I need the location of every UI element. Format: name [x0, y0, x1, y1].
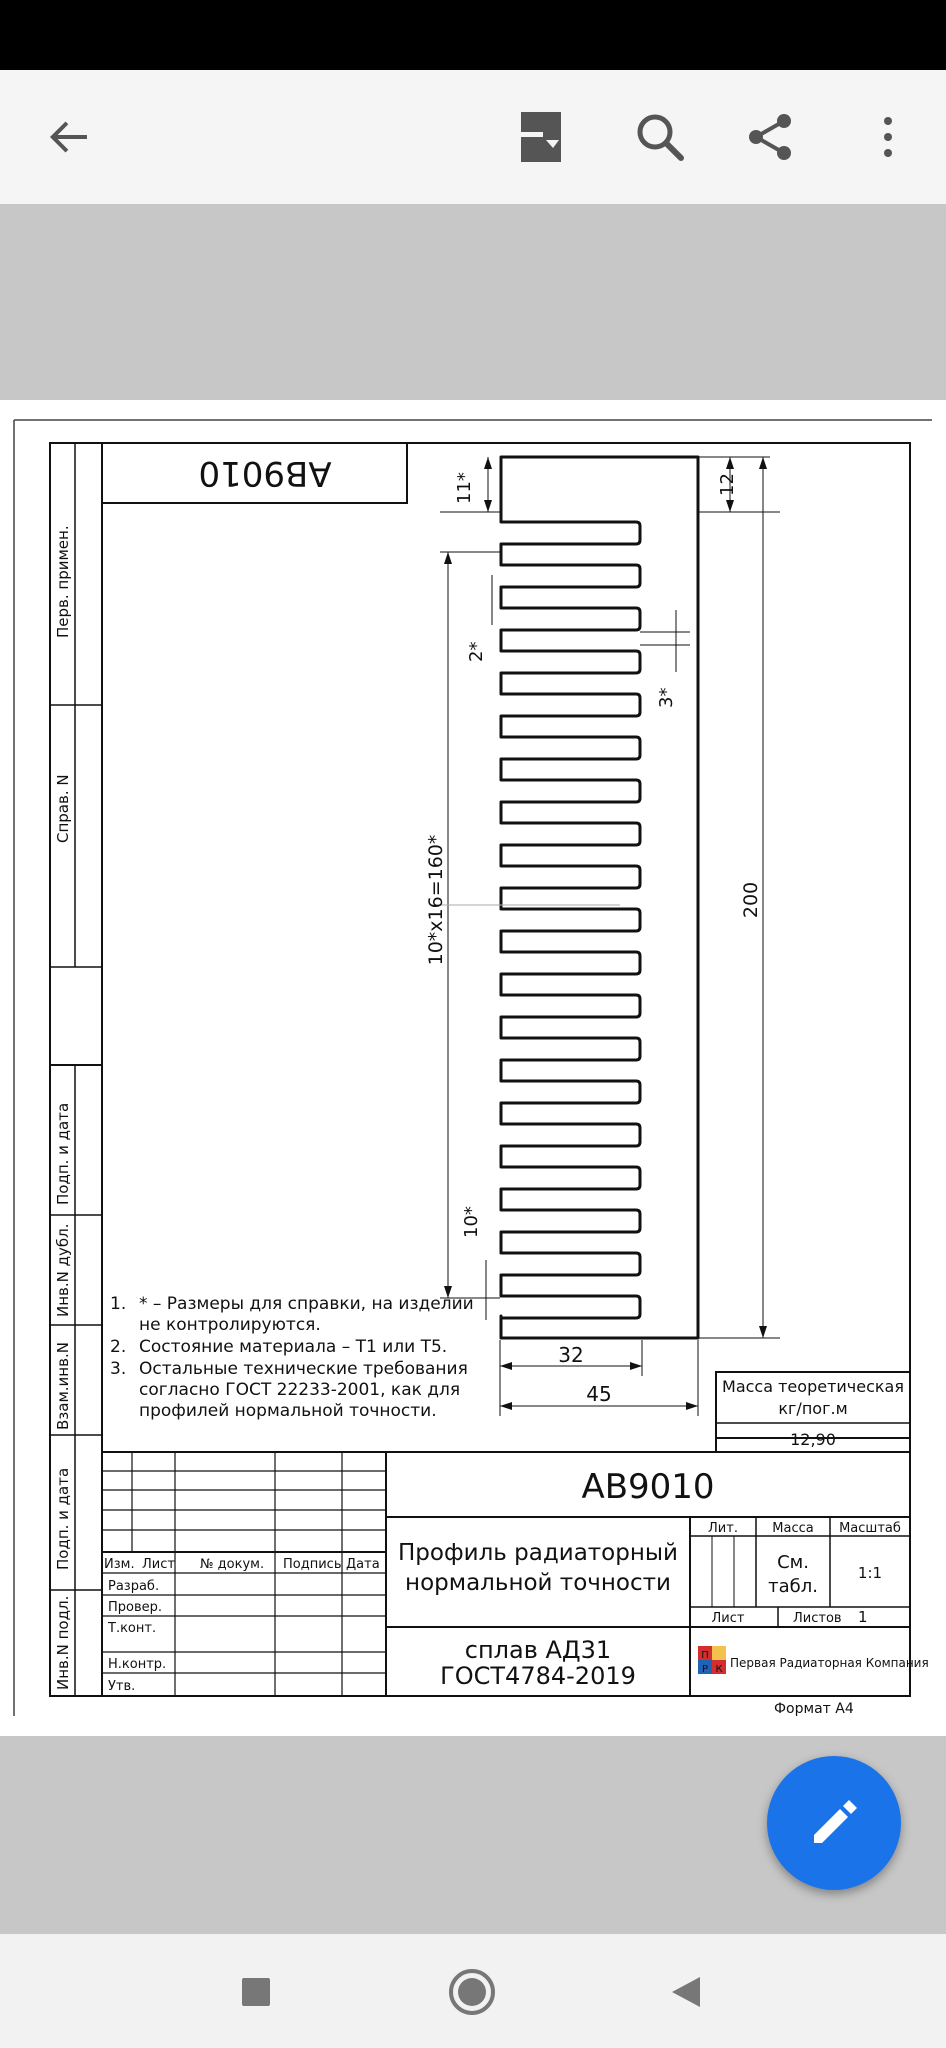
- app-toolbar: [0, 70, 946, 204]
- lit-label: Лит.: [708, 1521, 738, 1536]
- label-inv-podl: Инв.N подл.: [54, 1596, 72, 1690]
- company-logo-icon: П К Р: [698, 1646, 726, 1675]
- share-icon: [749, 114, 791, 160]
- dim-45: 45: [586, 1382, 611, 1406]
- more-vert-icon: [884, 117, 892, 157]
- svg-text:Состояние материала – Т1 или Т: Состояние материала – Т1 или Т5.: [139, 1337, 447, 1357]
- svg-text:Остальные технические требован: Остальные технические требования: [139, 1359, 468, 1379]
- more-options-button[interactable]: [845, 94, 931, 180]
- company-name: Первая Радиаторная Компания: [730, 1656, 929, 1670]
- page-layout-button[interactable]: [498, 94, 584, 180]
- dim-10: 10*: [461, 1206, 482, 1238]
- pdf-page[interactable]: Перв. примен. Справ. N Подп. и дата Инв.…: [0, 400, 946, 1736]
- svg-text:Изм.: Изм.: [104, 1557, 135, 1572]
- circle-icon: [449, 1969, 495, 2015]
- title-block-grid: [102, 1451, 910, 1696]
- part-name-line2: нормальной точности: [405, 1570, 671, 1596]
- search-icon: [637, 114, 684, 161]
- profile-outline: [499, 455, 700, 1340]
- svg-text:3.: 3.: [110, 1359, 126, 1379]
- recents-button[interactable]: [216, 1952, 296, 2032]
- svg-text:№ докум.: № докум.: [200, 1557, 264, 1572]
- triangle-back-icon: [672, 1977, 700, 2007]
- dimension-lines: [430, 456, 780, 1416]
- svg-text:Дата: Дата: [346, 1557, 380, 1572]
- part-name-line1: Профиль радиаторный: [398, 1540, 678, 1566]
- technical-drawing: Перв. примен. Справ. N Подп. и дата Инв.…: [13, 419, 932, 1717]
- dim-3: 3*: [656, 688, 677, 708]
- masshtab-label: Масштаб: [839, 1521, 901, 1536]
- notes: 1. * – Размеры для справки, на изделии н…: [110, 1294, 474, 1421]
- square-icon: [242, 1978, 270, 2006]
- dim-2: 2*: [466, 642, 487, 662]
- title-block-headers: Изм. Лист № докум. Подпись Дата Разраб. …: [104, 1557, 380, 1694]
- status-bar: [0, 0, 946, 70]
- format-label: Формат А4: [774, 1701, 854, 1717]
- viewer-background: [0, 204, 946, 400]
- share-button[interactable]: [727, 94, 813, 180]
- svg-text:Провер.: Провер.: [108, 1600, 162, 1615]
- svg-text:Разраб.: Разраб.: [108, 1579, 159, 1594]
- label-sprav: Справ. N: [54, 774, 72, 843]
- dim-fin-pitch: 10*x16=160*: [425, 835, 447, 966]
- listov-label: Листов: [793, 1611, 842, 1626]
- search-button[interactable]: [617, 94, 703, 180]
- label-inv-dubl: Инв.N дубл.: [54, 1224, 72, 1317]
- code-rotated: АВ9010: [198, 453, 331, 493]
- svg-text:1.: 1.: [110, 1294, 126, 1314]
- code-title: АВ9010: [581, 1467, 714, 1507]
- listov-value: 1: [858, 1608, 868, 1626]
- svg-text:Утв.: Утв.: [108, 1679, 135, 1694]
- svg-text:Лист: Лист: [142, 1557, 175, 1572]
- dim-11: 11*: [454, 472, 475, 504]
- svg-text:Т.конт.: Т.конт.: [107, 1621, 156, 1636]
- svg-text:Р: Р: [702, 1664, 708, 1675]
- home-button[interactable]: [432, 1952, 512, 2032]
- massa-label: Масса: [772, 1521, 813, 1536]
- svg-text:согласно ГОСТ 22233-2001, как: согласно ГОСТ 22233-2001, как для: [139, 1380, 460, 1400]
- label-perv: Перв. примен.: [54, 525, 72, 638]
- mass-title: Масса теоретическая: [722, 1377, 904, 1396]
- label-podp1: Подп. и дата: [54, 1103, 72, 1205]
- list-label: Лист: [712, 1611, 745, 1626]
- page-layout-icon: [521, 112, 561, 162]
- system-nav-bar: [0, 1934, 946, 2048]
- svg-text:профилей нормальной точности.: профилей нормальной точности.: [139, 1401, 437, 1421]
- dim-200: 200: [740, 882, 762, 918]
- material-line2: ГОСТ4784-2019: [440, 1662, 636, 1690]
- svg-text:2.: 2.: [110, 1337, 126, 1357]
- svg-text:Н.контр.: Н.контр.: [108, 1657, 166, 1672]
- dimension-arrows: [444, 457, 767, 1410]
- dim-32: 32: [558, 1343, 583, 1367]
- massa-value2: табл.: [768, 1576, 818, 1597]
- material-line1: сплав АД31: [465, 1636, 611, 1664]
- pencil-icon: [814, 1800, 857, 1843]
- arrow-left-icon: [50, 121, 87, 153]
- svg-text:П: П: [701, 1650, 709, 1661]
- dim-12: 12: [717, 473, 738, 496]
- mass-value: 12,90: [790, 1430, 836, 1449]
- svg-text:Подпись: Подпись: [283, 1557, 341, 1572]
- label-vzam: Взам.инв.N: [54, 1342, 72, 1430]
- edit-fab-button[interactable]: [767, 1756, 901, 1890]
- massa-value1: См.: [777, 1552, 809, 1573]
- back-button[interactable]: [26, 94, 112, 180]
- svg-text:не контролируются.: не контролируются.: [139, 1315, 321, 1335]
- svg-text:* – Размеры для справки, на из: * – Размеры для справки, на изделии: [139, 1294, 474, 1314]
- mass-units: кг/пог.м: [778, 1399, 847, 1418]
- svg-text:К: К: [715, 1664, 722, 1675]
- system-back-button[interactable]: [646, 1952, 726, 2032]
- scale-value: 1:1: [858, 1564, 882, 1582]
- label-podp2: Подп. и дата: [54, 1468, 72, 1570]
